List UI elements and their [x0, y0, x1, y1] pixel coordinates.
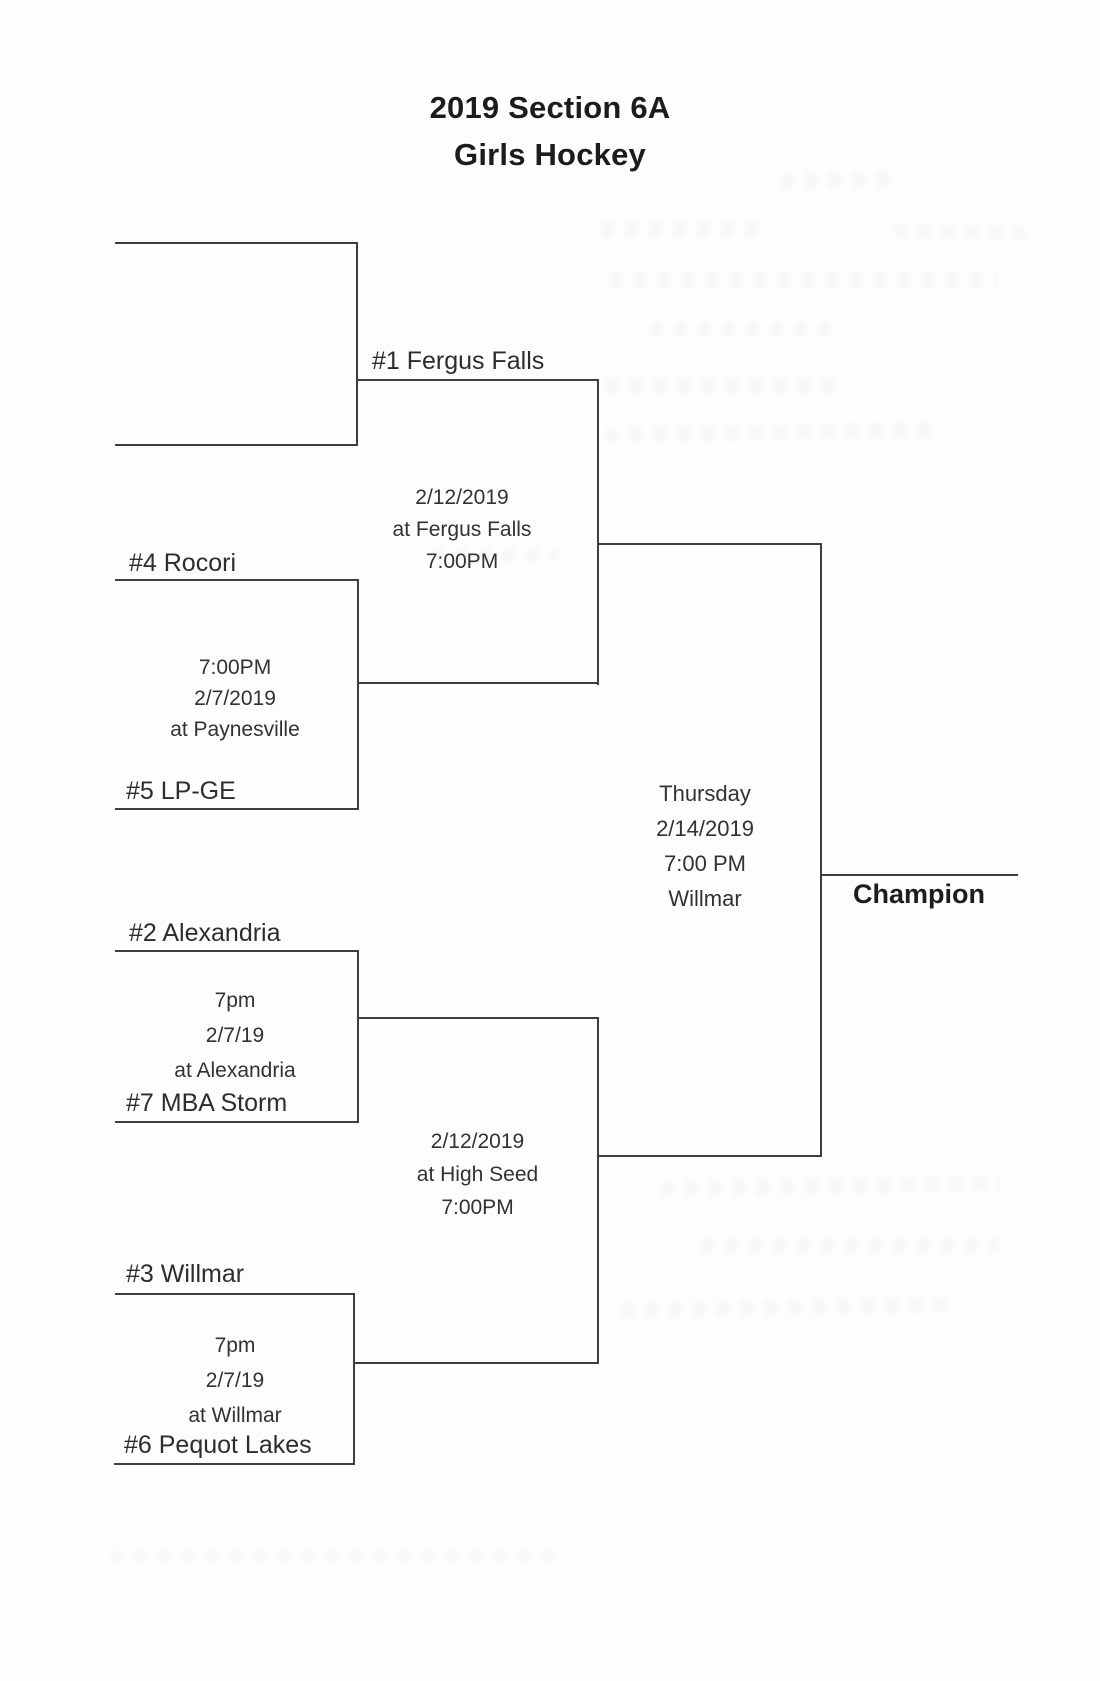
game-venue: at Willmar: [188, 1404, 282, 1427]
game-time: 7:00PM: [441, 1196, 514, 1219]
game-time: 7pm: [214, 989, 256, 1012]
game-info-quarterfinal-2: 7pm 2/7/19 at Alexandria: [115, 983, 355, 1088]
quarterfinal-2-winner-line: [357, 1017, 599, 1019]
team-label-fergus-falls: #1 Fergus Falls: [372, 347, 545, 375]
scan-bleed-artifact: [619, 1297, 951, 1318]
lp-ge-seed-line: [115, 808, 359, 810]
team-label-pequot-lakes: #6 Pequot Lakes: [124, 1431, 312, 1459]
game-date: 2/12/2019: [430, 1130, 525, 1153]
scan-bleed-artifact: [659, 1175, 1001, 1197]
scan-bleed-artifact: [604, 422, 936, 443]
mba-storm-seed-line: [115, 1121, 359, 1123]
bye-slot-top-line: [115, 242, 358, 244]
game-date: 2/12/2019: [415, 486, 509, 509]
quarterfinal-1-winner-line: [357, 682, 599, 684]
team-label-lp-ge: #5 LP-GE: [126, 777, 236, 805]
tournament-title: 2019 Section 6A Girls Hockey: [0, 84, 1100, 178]
quarterfinal-1-bracket-vertical-line: [357, 579, 359, 810]
scan-bleed-artifact: [110, 1550, 560, 1563]
tournament-title-line2: Girls Hockey: [454, 137, 646, 172]
game-time: 7:00PM: [425, 550, 499, 573]
game-info-semifinal-2: 2/12/2019 at High Seed 7:00PM: [360, 1125, 595, 1224]
game-info-final: Thursday 2/14/2019 7:00 PM Willmar: [595, 776, 815, 916]
game-time: 7:00PM: [198, 656, 272, 679]
champion-line: [820, 874, 1018, 876]
scan-bleed-artifact: [779, 170, 901, 190]
scan-bleed-artifact: [600, 222, 770, 238]
game-venue: at Fergus Falls: [392, 518, 532, 541]
scan-bleed-artifact: [894, 223, 1026, 241]
scan-bleed-artifact: [430, 548, 560, 561]
team-label-rocori: #4 Rocori: [129, 549, 236, 577]
quarterfinal-2-bracket-vertical-line: [357, 950, 359, 1123]
willmar-seed-line: [115, 1293, 355, 1295]
game-date: 2/14/2019: [656, 816, 754, 841]
game-info-semifinal-1: 2/12/2019 at Fergus Falls 7:00PM: [352, 482, 572, 578]
game-date: 2/7/2019: [194, 687, 276, 710]
quarterfinal-3-winner-line: [353, 1362, 599, 1364]
bye-bracket-vertical-line: [356, 242, 358, 446]
semifinal-1-bracket-vertical-line: [597, 379, 599, 685]
rocori-seed-line: [115, 579, 359, 581]
game-date: 2/7/19: [205, 1369, 265, 1392]
tournament-title-line1: 2019 Section 6A: [429, 90, 671, 125]
semifinal-2-bracket-vertical-line: [597, 1017, 599, 1364]
bye-slot-bottom-line: [115, 444, 358, 446]
team-label-alexandria: #2 Alexandria: [129, 919, 281, 947]
game-info-quarterfinal-1: 7:00PM 2/7/2019 at Paynesville: [115, 652, 355, 745]
scan-bleed-artifact: [605, 378, 835, 393]
game-venue: at Paynesville: [170, 718, 300, 741]
pequot-lakes-seed-line: [114, 1463, 355, 1465]
game-date: 2/7/19: [205, 1024, 265, 1047]
team-label-mba-storm: #7 MBA Storm: [126, 1089, 288, 1117]
game-venue: Willmar: [668, 886, 742, 911]
game-time: 7:00 PM: [664, 851, 746, 876]
game-venue: at High Seed: [416, 1163, 539, 1186]
scan-bleed-artifact: [610, 272, 1000, 288]
quarterfinal-3-bracket-vertical-line: [353, 1293, 355, 1465]
fergus-falls-seed-line: [356, 379, 599, 381]
team-label-willmar: #3 Willmar: [126, 1260, 245, 1288]
game-day: Thursday: [659, 781, 751, 806]
game-venue: at Alexandria: [174, 1059, 296, 1082]
scan-bleed-artifact: [700, 1238, 1000, 1253]
alexandria-seed-line: [115, 950, 359, 952]
semifinal-2-winner-line: [597, 1155, 822, 1157]
champion-label: Champion: [853, 879, 985, 909]
game-time: 7pm: [214, 1334, 256, 1357]
game-info-quarterfinal-3: 7pm 2/7/19 at Willmar: [115, 1328, 355, 1433]
semifinal-1-winner-line: [597, 543, 822, 545]
final-bracket-vertical-line: [820, 543, 822, 1157]
scan-bleed-artifact: [650, 322, 840, 336]
